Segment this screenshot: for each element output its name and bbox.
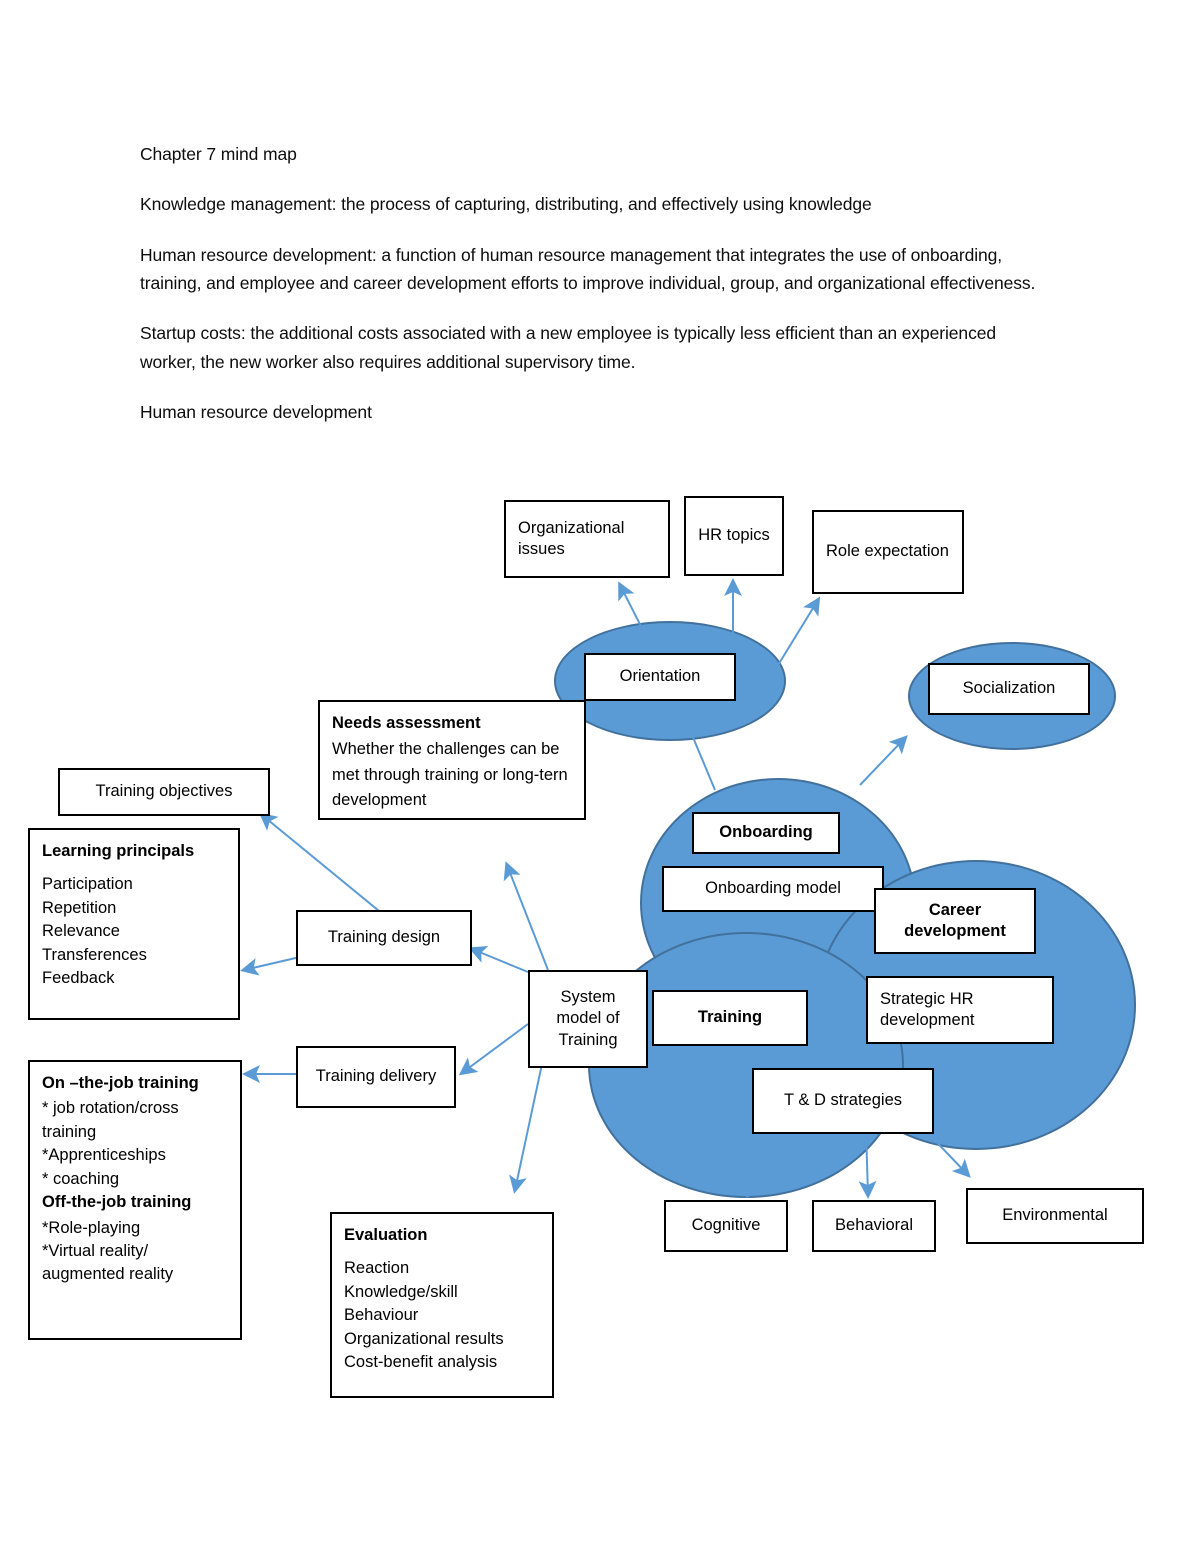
learning-principals-heading: Learning principals — [42, 842, 195, 860]
box-hr-topics-label: HR topics — [698, 526, 770, 545]
box-system-model-label: System model of Training — [556, 987, 620, 1049]
needs-assessment-body: Whether the challenges can be met throug… — [332, 740, 568, 809]
box-environmental[interactable]: Environmental — [966, 1188, 1144, 1244]
box-job-training[interactable]: On –the-job training * job rotation/cros… — [28, 1060, 242, 1340]
box-behavioral[interactable]: Behavioral — [812, 1200, 936, 1252]
box-socialization[interactable]: Socialization — [928, 663, 1090, 715]
box-needs-assessment[interactable]: Needs assessment Whether the challenges … — [318, 700, 586, 820]
box-td-strategies[interactable]: T & D strategies — [752, 1068, 934, 1134]
box-organizational-issues[interactable]: Organizational issues — [504, 500, 670, 578]
box-behavioral-label: Behavioral — [835, 1216, 913, 1235]
list-item: *Apprenticeships — [42, 1146, 166, 1165]
list-item: Reaction — [344, 1259, 410, 1278]
list-item: * coaching — [42, 1169, 120, 1188]
box-training-objectives[interactable]: Training objectives — [58, 768, 270, 816]
box-onboarding[interactable]: Onboarding — [692, 812, 840, 854]
box-hr-topics[interactable]: HR topics — [684, 496, 784, 576]
document-text-block: Chapter 7 mind map Knowledge management:… — [140, 140, 1040, 448]
list-item: Feedback — [42, 969, 115, 988]
clipped-overflow-row: . . — [42, 1287, 228, 1297]
list-item: * job rotation/cross — [42, 1099, 179, 1118]
box-environmental-label: Environmental — [1002, 1206, 1108, 1225]
on-the-job-heading: On –the-job training — [42, 1074, 199, 1092]
paragraph-hr-development: Human resource development: a function o… — [140, 244, 1036, 294]
list-item: Knowledge/skill — [344, 1282, 458, 1301]
paragraph-startup-costs: Startup costs: the additional costs asso… — [140, 323, 996, 372]
box-onboarding-model[interactable]: Onboarding model — [662, 866, 884, 912]
box-learning-principals[interactable]: Learning principals Participation Repeti… — [28, 828, 240, 1020]
needs-assessment-heading: Needs assessment — [332, 714, 481, 732]
box-strategic-hr-development-label: Strategic HR development — [880, 989, 975, 1029]
box-training-design-label: Training design — [327, 928, 441, 947]
box-system-model[interactable]: System model of Training — [528, 970, 648, 1068]
list-item: training — [42, 1122, 97, 1141]
box-socialization-label: Socialization — [962, 679, 1056, 698]
list-item: Transferences — [42, 945, 147, 964]
paragraph-hr-development-heading: Human resource development — [140, 402, 372, 423]
list-item: augmented reality — [42, 1265, 174, 1284]
box-strategic-hr-development[interactable]: Strategic HR development — [866, 976, 1054, 1044]
box-training-label: Training — [697, 1008, 763, 1027]
box-evaluation[interactable]: Evaluation Reaction Knowledge/skill Beha… — [330, 1212, 554, 1398]
evaluation-heading: Evaluation — [344, 1226, 428, 1244]
box-onboarding-label: Onboarding — [719, 823, 813, 842]
list-item: *Role-playing — [42, 1218, 141, 1237]
list-item: Relevance — [42, 922, 120, 941]
list-item: Participation — [42, 875, 133, 894]
box-cognitive-label: Cognitive — [691, 1216, 761, 1235]
box-cognitive[interactable]: Cognitive — [664, 1200, 788, 1252]
paragraph-knowledge-management: Knowledge management: the process of cap… — [140, 194, 872, 215]
paragraph-title: Chapter 7 mind map — [140, 144, 297, 164]
off-the-job-heading: Off-the-job training — [42, 1193, 192, 1212]
box-onboarding-model-label: Onboarding model — [705, 879, 841, 898]
box-orientation[interactable]: Orientation — [584, 653, 736, 701]
box-training-design[interactable]: Training design — [296, 910, 472, 966]
box-orientation-label: Orientation — [619, 667, 701, 686]
box-td-strategies-label: T & D strategies — [784, 1091, 902, 1110]
list-item: Behaviour — [344, 1306, 419, 1325]
box-training[interactable]: Training — [652, 990, 808, 1046]
box-career-development-label: Career development — [904, 900, 1006, 940]
box-training-delivery[interactable]: Training delivery — [296, 1046, 456, 1108]
box-training-delivery-label: Training delivery — [315, 1067, 437, 1086]
list-item: Repetition — [42, 898, 117, 917]
list-item: Organizational results — [344, 1329, 504, 1348]
box-career-development[interactable]: Career development — [874, 888, 1036, 954]
box-training-objectives-label: Training objectives — [95, 782, 233, 801]
box-role-expectation[interactable]: Role expectation — [812, 510, 964, 594]
box-organizational-issues-label: Organizational issues — [518, 518, 625, 558]
list-item: Cost-benefit analysis — [344, 1353, 498, 1372]
mind-map-diagram: Organizational issues HR topics Role exp… — [0, 460, 1200, 1460]
list-item: *Virtual reality/ — [42, 1241, 149, 1260]
box-role-expectation-label: Role expectation — [826, 542, 949, 561]
